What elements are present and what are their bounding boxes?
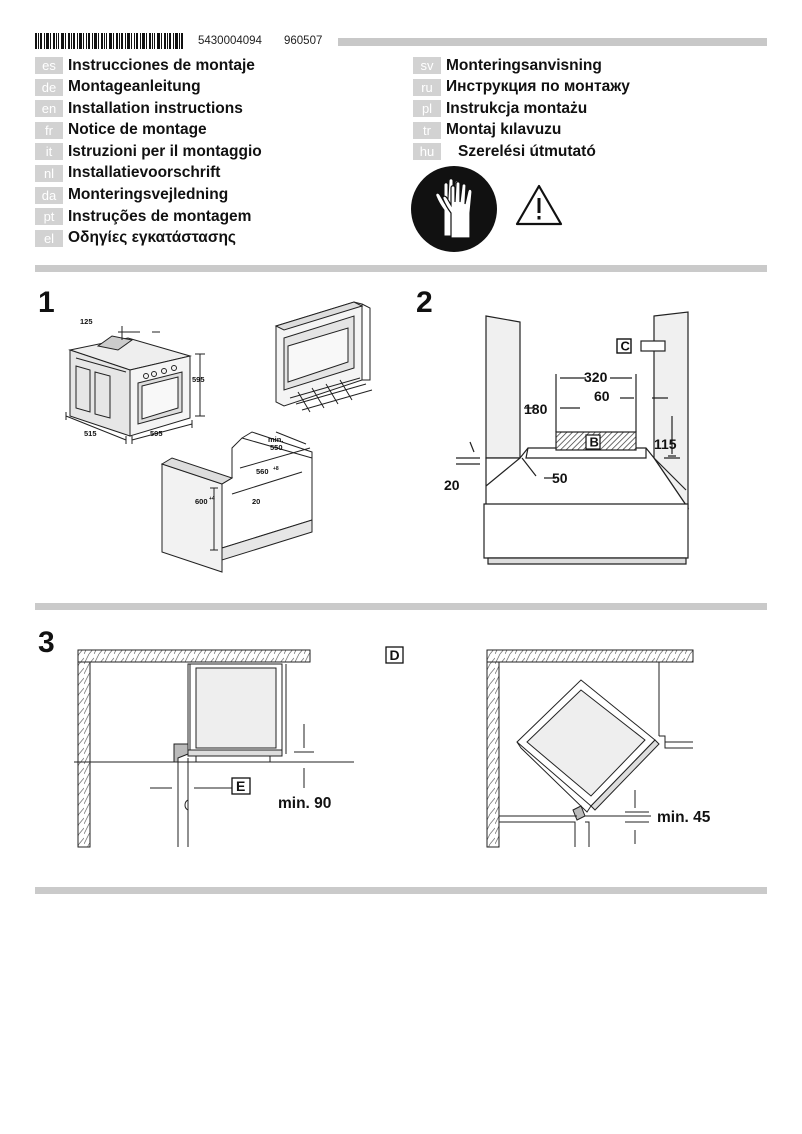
section-number-2: 2	[416, 286, 433, 319]
language-title: Instruções de montagem	[68, 207, 252, 225]
label-c: C	[621, 339, 631, 354]
language-title: Installation instructions	[68, 99, 243, 117]
language-entry: tr Montaj kılavuzu	[413, 121, 630, 140]
section-number-1: 1	[38, 286, 55, 319]
dim-20: 20	[252, 497, 260, 506]
language-entry: de Montageanleitung	[35, 78, 262, 97]
language-code: fr	[35, 121, 63, 139]
language-code: sv	[413, 57, 441, 74]
dim-180: 180	[524, 401, 548, 417]
language-code: it	[35, 143, 63, 161]
language-entry: pt Instruções de montagem	[35, 207, 262, 226]
language-code: pl	[413, 100, 441, 118]
language-entry: nl Installatievoorschrift	[35, 164, 262, 183]
section3-right-figure: min. 45	[486, 649, 711, 848]
dim-320: 320	[584, 369, 608, 385]
language-code: es	[35, 57, 63, 74]
language-entry: ru Инструкция по монтажу	[413, 78, 630, 97]
language-code: el	[35, 229, 63, 247]
section-number-3: 3	[38, 626, 55, 659]
language-code: de	[35, 78, 63, 96]
label-d: D	[390, 647, 400, 663]
header-bar	[338, 38, 767, 46]
language-entry: el Οδηγίες εγκατάστασης	[35, 229, 262, 248]
dim-560: 560	[256, 467, 269, 476]
language-title: Istruzioni per il montaggio	[68, 142, 262, 160]
gloves-icon	[411, 166, 497, 252]
language-title: Szerelési útmutató	[458, 142, 596, 160]
language-title: Instrukcja montażu	[446, 99, 588, 117]
section-divider	[35, 265, 767, 272]
safety-icons	[411, 166, 563, 252]
language-entry: pl Instrukcja montażu	[413, 99, 630, 118]
dim-20: 20	[444, 477, 460, 493]
dim-125: 125	[80, 317, 93, 326]
language-title: Οδηγίες εγκατάστασης	[68, 229, 236, 247]
language-entry: en Installation instructions	[35, 99, 262, 118]
language-title: Montageanleitung	[68, 78, 201, 96]
dim-600: 600	[195, 497, 208, 506]
dim-560-tolerance: +8	[273, 466, 279, 472]
dim-min-45: min. 45	[657, 809, 711, 826]
language-entry: es Instrucciones de montaje	[35, 56, 262, 75]
dim-595-width: 595	[150, 429, 163, 438]
language-code: pt	[35, 208, 63, 226]
language-entry: fr Notice de montage	[35, 121, 262, 140]
section-divider	[35, 887, 767, 894]
document-number: 5430004094	[198, 35, 262, 47]
barcode	[35, 33, 183, 49]
language-code: tr	[413, 121, 441, 139]
language-code: da	[35, 186, 63, 204]
dim-min: min.	[268, 435, 283, 444]
language-title: Montaj kılavuzu	[446, 121, 562, 139]
language-title: Notice de montage	[68, 121, 207, 139]
dim-50: 50	[552, 470, 568, 486]
language-entry: hu Szerelési útmutató	[413, 142, 630, 161]
dim-min-90: min. 90	[278, 795, 331, 812]
language-list-right: sv Monteringsanvisning ru Инструкция по мо…	[413, 56, 630, 161]
language-code: ru	[413, 78, 441, 96]
dim-600-tolerance: +4	[209, 496, 215, 502]
label-d-box: D	[385, 646, 404, 664]
section1-figure: 125 595 515 595 min. 550 560 +8 600 +4 2…	[65, 301, 373, 573]
language-entry: it Istruzioni per il montaggio	[35, 142, 262, 161]
language-title: Monteringsvejledning	[68, 186, 229, 204]
section2-figure: C B 320 60 180 115 50 20	[444, 311, 690, 565]
document-date-code: 960507	[284, 35, 323, 47]
dim-60: 60	[594, 388, 610, 404]
language-code: en	[35, 100, 63, 118]
language-code: nl	[35, 164, 63, 182]
dim-595-height: 595	[192, 375, 205, 384]
dim-550: 550	[270, 443, 283, 452]
language-list-left: es Instrucciones de montaje de Montageanle…	[35, 56, 262, 248]
label-b: B	[590, 435, 599, 450]
label-e: E	[236, 778, 245, 794]
language-title: Monteringsanvisning	[446, 56, 602, 74]
language-entry: da Monteringsvejledning	[35, 186, 262, 205]
dim-115: 115	[654, 436, 677, 452]
language-title: Инструкция по монтажу	[446, 78, 630, 96]
language-entry: sv Monteringsanvisning	[413, 56, 630, 75]
section3-left-figure: E min. 90	[74, 649, 354, 848]
section-divider	[35, 603, 767, 610]
language-title: Installatievoorschrift	[68, 164, 221, 182]
warning-triangle-icon	[515, 184, 563, 226]
language-title: Instrucciones de montaje	[68, 56, 255, 74]
language-code: hu	[413, 143, 441, 161]
dim-515: 515	[84, 429, 97, 438]
